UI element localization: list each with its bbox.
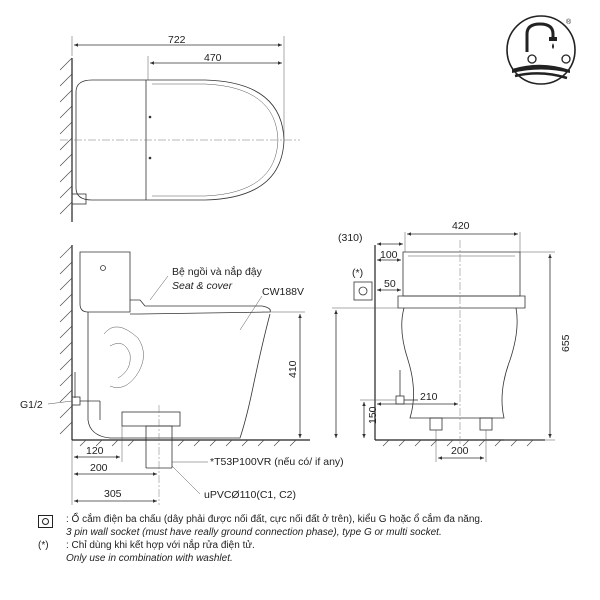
front-view: 420 (310) 100 50 (*) 655 150 210 200 <box>332 220 572 462</box>
legend-star-vn: : Chỉ dùng khi kết hợp với nắp rửa điện … <box>66 540 255 551</box>
label-g12: G1/2 <box>20 399 43 411</box>
label-seat-en: Seat & cover <box>172 280 233 292</box>
legend-socket-en: 3 pin wall socket (must have really grou… <box>66 527 442 538</box>
registered-mark: ® <box>566 18 572 26</box>
socket-icon <box>38 515 53 528</box>
dim-side-305: 305 <box>104 488 122 500</box>
dim-front-asterisk: (*) <box>352 267 363 279</box>
side-view: 410 120 200 305 G1/2 <box>20 245 310 505</box>
dim-front-310: (310) <box>338 232 363 244</box>
dim-side-120: 120 <box>86 445 104 457</box>
dim-front-420: 420 <box>452 220 470 232</box>
legend: : Ổ cắm điện ba chấu (dây phải được nối … <box>38 513 588 565</box>
legend-star-en: Only use in combination with washlet. <box>66 553 233 564</box>
faucet-logo-icon <box>506 15 576 85</box>
dim-side-410: 410 <box>287 360 299 378</box>
dim-top-overall: 722 <box>168 34 186 46</box>
dim-side-200: 200 <box>90 462 108 474</box>
legend-star-row: (*) : Chỉ dùng khi kết hợp với nắp rửa đ… <box>38 539 588 565</box>
dim-front-655: 655 <box>560 334 572 352</box>
dim-front-150: 150 <box>367 406 379 424</box>
dim-front-100: 100 <box>380 249 398 261</box>
dim-front-200: 200 <box>451 445 469 457</box>
legend-socket-row: : Ổ cắm điện ba chấu (dây phải được nối … <box>38 513 588 539</box>
dim-front-50: 50 <box>384 278 396 290</box>
dim-front-210: 210 <box>420 391 438 403</box>
label-pipe: uPVCØ110(C1, C2) <box>204 489 296 501</box>
legend-socket-vn: : Ổ cắm điện ba chấu (dây phải được nối … <box>66 514 483 525</box>
label-model: CW188V <box>262 286 304 298</box>
dim-top-seat: 470 <box>204 52 222 64</box>
label-flange: *T53P100VR (nếu có/ if any) <box>210 456 344 468</box>
legend-star-mark: (*) <box>38 540 49 551</box>
label-seat-vn: Bệ ngồi và nắp đậy <box>172 265 263 278</box>
top-view: 722 470 <box>59 34 300 222</box>
